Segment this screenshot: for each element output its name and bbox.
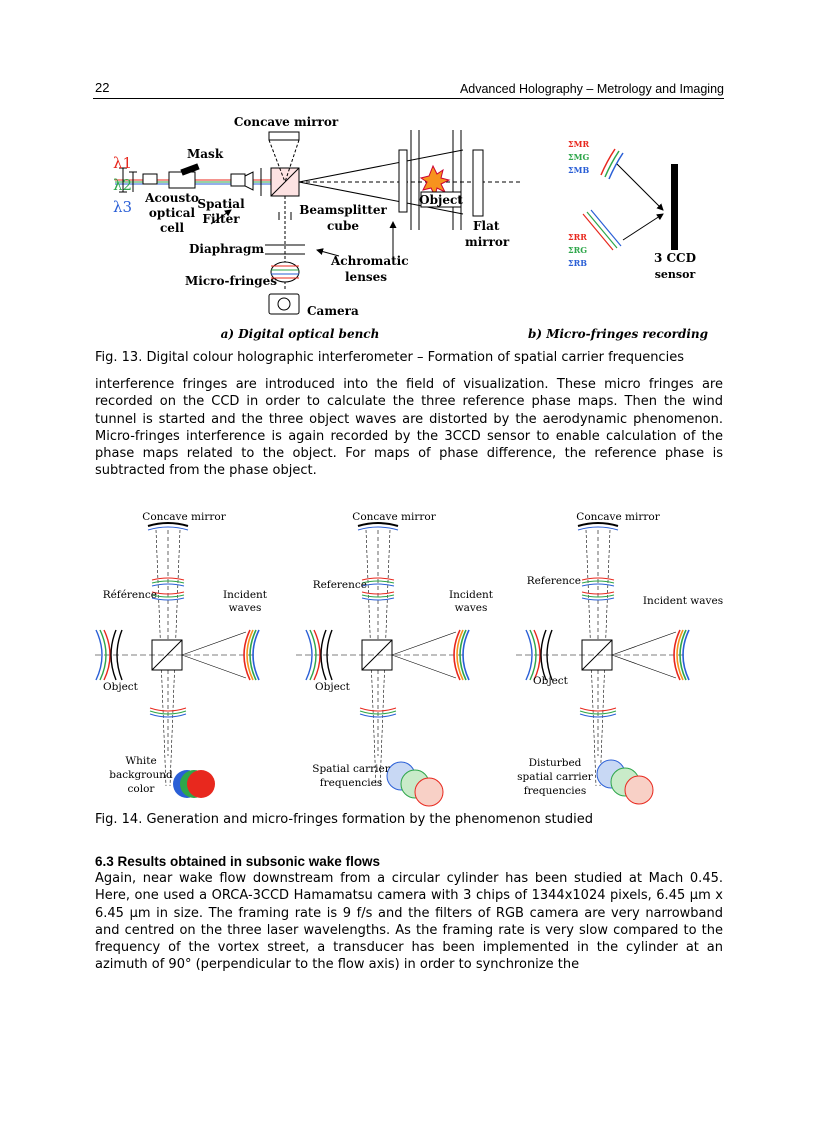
label-cube: cube bbox=[327, 219, 359, 233]
body-paragraph-2: Again, near wake flow downstream from a … bbox=[95, 871, 723, 973]
label-mirror: mirror bbox=[465, 235, 510, 249]
panel-3-bottom-label-1: Disturbed bbox=[529, 757, 582, 769]
panel-3-reference-label: Reference bbox=[527, 575, 581, 587]
label-sigma-rr: ΣRR bbox=[568, 232, 587, 242]
figure-13: Concave mirror Mask λ1 λ2 λ3 Acousto opt… bbox=[113, 115, 708, 341]
label-beamsplitter: Beamsplitter bbox=[299, 203, 387, 217]
subcaption-b: b) Micro-fringes recording bbox=[528, 327, 708, 341]
fringes-recording-diagram bbox=[582, 148, 678, 251]
figure-13-caption: Fig. 13. Digital colour holographic inte… bbox=[95, 350, 684, 365]
label-spatial: Spatial bbox=[197, 197, 245, 211]
label-sigma-rg: ΣRG bbox=[568, 245, 587, 255]
figure-14-panel-2: Concave mirror Reference Incident waves … bbox=[295, 511, 494, 807]
panel-2-bottom-label-2: frequencies bbox=[320, 777, 382, 789]
panel-2-object-label: Object bbox=[315, 681, 351, 693]
figure-14: Concave mirror Référence Incident waves … bbox=[93, 511, 723, 807]
panel-1-reference-label: Référence bbox=[103, 589, 157, 601]
panel-1-object-label: Object bbox=[103, 681, 139, 693]
panel-2-mirror-label: Concave mirror bbox=[352, 511, 436, 523]
body-paragraph-1: interference fringes are introduced into… bbox=[95, 377, 723, 479]
book-title: Advanced Holography – Metrology and Imag… bbox=[459, 82, 724, 96]
panel-2-incident-label-2: waves bbox=[455, 602, 488, 614]
panel-2-incident-label-1: Incident bbox=[449, 589, 494, 601]
panel-1-bottom-label-2: background bbox=[109, 769, 173, 781]
label-flat: Flat bbox=[473, 219, 500, 233]
label-sigma-mg: ΣMG bbox=[568, 152, 590, 162]
panel-2-reference-label: Reference bbox=[313, 579, 367, 591]
optical-bench-diagram bbox=[115, 130, 523, 315]
label-optical: optical bbox=[149, 206, 196, 220]
figure-14-caption: Fig. 14. Generation and micro-fringes fo… bbox=[95, 812, 593, 827]
panel-3-object-label: Object bbox=[533, 675, 569, 687]
label-micro-fringes: Micro-fringes bbox=[185, 274, 277, 288]
page-header: 22 Advanced Holography – Metrology and I… bbox=[93, 78, 724, 99]
label-diaphragm: Diaphragm bbox=[189, 242, 264, 256]
panel-3-mirror-label: Concave mirror bbox=[576, 511, 660, 523]
figure-14-panel-3: Concave mirror Reference Incident waves … bbox=[515, 511, 723, 805]
subcaption-a: a) Digital optical bench bbox=[221, 327, 380, 341]
panel-2-bottom-label-1: Spatial carrier bbox=[312, 763, 390, 775]
label-cell: cell bbox=[160, 221, 185, 235]
panel-1-incident-label-2: waves bbox=[229, 602, 262, 614]
label-sensor: sensor bbox=[655, 268, 696, 281]
label-concave-mirror: Concave mirror bbox=[234, 115, 339, 129]
panel-3-incident-label-1: Incident waves bbox=[643, 595, 723, 607]
label-sigma-rb: ΣRB bbox=[568, 258, 587, 268]
panel-3-bottom-label-2: spatial carrier bbox=[517, 771, 594, 783]
panel-1-bottom-label-1: White bbox=[125, 755, 156, 767]
figure-14-panel-1: Concave mirror Référence Incident waves … bbox=[93, 511, 268, 798]
label-acousto: Acousto bbox=[144, 191, 199, 205]
label-lenses: lenses bbox=[345, 270, 387, 284]
label-lambda-2: λ2 bbox=[113, 176, 132, 194]
label-object: Object bbox=[419, 193, 463, 207]
section-heading: 6.3 Results obtained in subsonic wake fl… bbox=[95, 854, 381, 869]
label-camera: Camera bbox=[307, 304, 359, 318]
panel-1-mirror-label: Concave mirror bbox=[142, 511, 226, 523]
label-sigma-mr: ΣMR bbox=[568, 139, 590, 149]
panel-3-bottom-label-3: frequencies bbox=[524, 785, 586, 797]
label-filter: Filter bbox=[202, 212, 240, 226]
label-lambda-1: λ1 bbox=[113, 154, 132, 172]
label-lambda-3: λ3 bbox=[113, 198, 132, 216]
label-achromatic: Achromatic bbox=[330, 254, 409, 268]
panel-1-bottom-label-3: color bbox=[128, 783, 156, 795]
label-sigma-mb: ΣMB bbox=[568, 165, 590, 175]
label-mask: Mask bbox=[187, 147, 224, 161]
label-3-ccd: 3 CCD bbox=[654, 251, 696, 265]
page-number: 22 bbox=[95, 80, 110, 95]
panel-1-incident-label-1: Incident bbox=[223, 589, 268, 601]
